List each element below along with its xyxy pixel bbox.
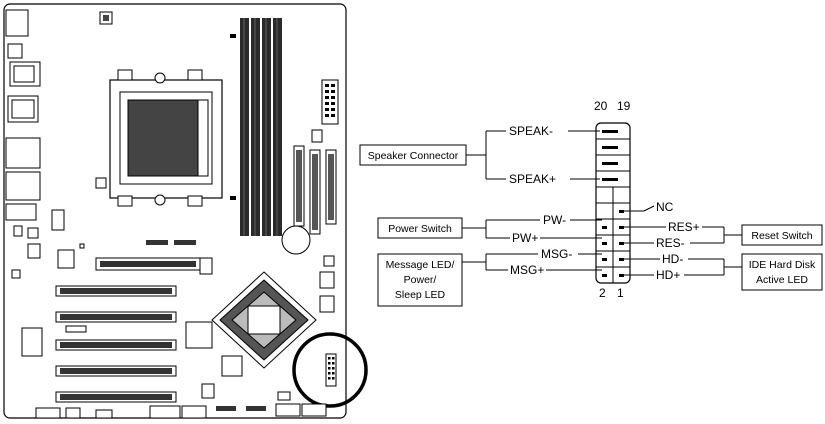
rear-io-ports [5,9,41,221]
label-pw-plus: PW+ [512,231,538,245]
message-led-label-2: Power/ [404,274,437,286]
label-nc: NC [656,200,674,214]
cmos-battery [281,225,311,255]
pin-number-20: 20 [594,99,608,113]
label-res-minus: RES- [656,236,685,250]
label-speak-plus: SPEAK+ [509,172,556,186]
speaker-connector-box [359,144,467,166]
pci-slots [55,285,177,403]
highlight-circle [292,332,368,408]
power-switch-box [377,217,463,239]
reset-switch-box [741,224,823,246]
message-led-label-3: Sleep LED [395,289,446,301]
message-led-label-1: Message LED/ [386,259,455,271]
left-connections: SPEAK- SPEAK+ Speaker Connector PW- PW+ … [359,124,602,307]
atx-power-connector [321,79,339,125]
label-speak-minus: SPEAK- [509,124,553,138]
label-hd-plus: HD+ [656,268,680,282]
label-res-plus: RES+ [668,220,700,234]
pin-number-19: 19 [617,99,631,113]
label-msg-minus: MSG- [541,247,572,261]
board-f-panel-header [325,353,337,387]
pin-header: 20 19 2 1 [594,99,631,300]
power-switch-label: Power Switch [388,223,452,235]
right-connections: NC RES+ RES- Reset Switch HD- HD+ IDE Ha… [624,200,823,291]
speaker-connector-label: Speaker Connector [368,150,459,162]
ide-hdd-led-box [741,253,823,291]
cpu-socket [109,69,223,207]
label-pw-minus: PW- [543,213,566,227]
reset-switch-label: Reset Switch [751,230,812,242]
label-msg-plus: MSG+ [510,263,544,277]
memory-slots [230,18,282,236]
ide-connectors [293,129,337,235]
chipset-heatsink [211,271,317,369]
label-hd-minus: HD- [662,252,683,266]
bottom-headers [35,403,327,419]
ide-hdd-led-label-2: Active LED [756,274,808,286]
pin-number-1: 1 [617,286,624,300]
ide-hdd-led-label-1: IDE Hard Disk [749,259,816,271]
motherboard [3,3,368,419]
pin-number-2: 2 [599,286,606,300]
message-led-box [377,253,463,307]
